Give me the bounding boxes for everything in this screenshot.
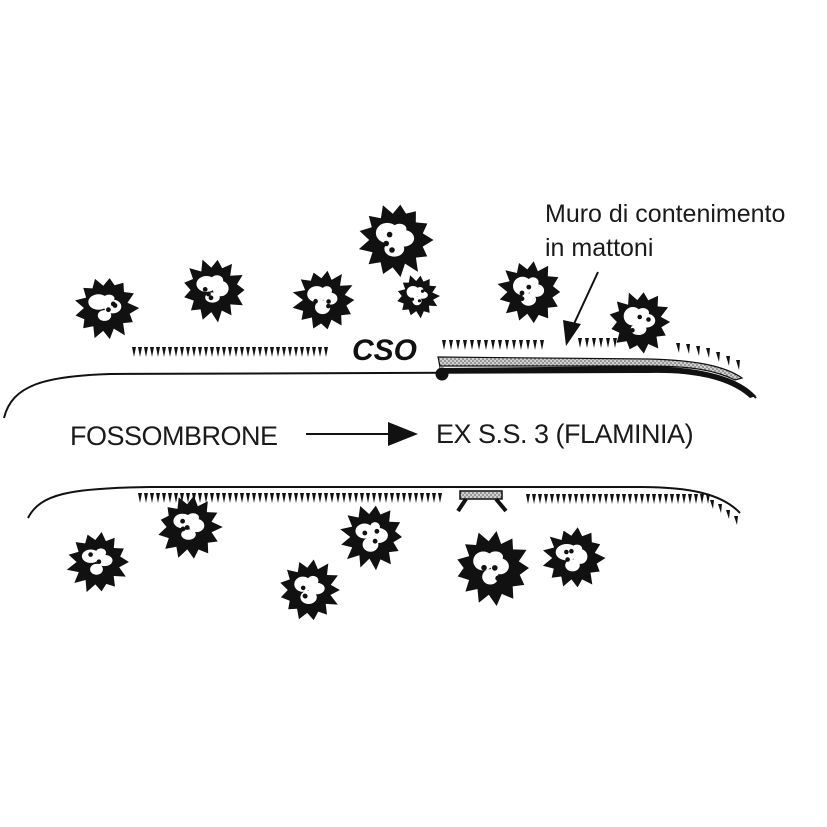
tree-canopy-icon xyxy=(457,531,529,606)
tree-canopy-icon xyxy=(397,275,440,319)
hatch-row xyxy=(132,347,328,357)
tree-canopy-icon xyxy=(542,527,606,588)
tree-canopy-icon xyxy=(158,495,223,559)
tree-canopy-icon xyxy=(66,532,129,593)
tree-group xyxy=(66,204,671,621)
road-edge-lower xyxy=(27,486,741,519)
tree-canopy-icon xyxy=(292,270,355,330)
tree-canopy-icon xyxy=(609,292,671,354)
cso-point-icon xyxy=(435,367,449,381)
tree-canopy-icon xyxy=(358,204,434,278)
hatch-curve xyxy=(710,500,738,525)
tree-canopy-icon xyxy=(340,505,402,571)
hatch-curve xyxy=(676,343,740,370)
hatch-row xyxy=(526,494,710,504)
annotation-line2: in mattoni xyxy=(545,234,653,262)
hatch-row xyxy=(138,493,442,503)
vegetation-hatching xyxy=(132,338,740,525)
direction-arrow xyxy=(306,422,418,446)
hatch-row xyxy=(442,340,544,350)
tree-canopy-icon xyxy=(497,261,561,324)
annotation-line1: Muro di contenimento xyxy=(545,200,785,228)
destination-label: EX S.S. 3 (FLAMINIA) xyxy=(436,419,693,449)
retaining-wall xyxy=(437,356,756,398)
annotation-arrow xyxy=(563,271,599,346)
origin-label: FOSSOMBRONE xyxy=(70,421,278,451)
culvert-icon xyxy=(456,490,508,513)
tree-canopy-icon xyxy=(280,559,340,621)
cso-label: CSO xyxy=(352,334,417,367)
tree-canopy-icon xyxy=(75,278,140,340)
road-edge-upper xyxy=(3,370,757,419)
tree-canopy-icon xyxy=(184,259,245,323)
hatch-row xyxy=(578,338,617,348)
